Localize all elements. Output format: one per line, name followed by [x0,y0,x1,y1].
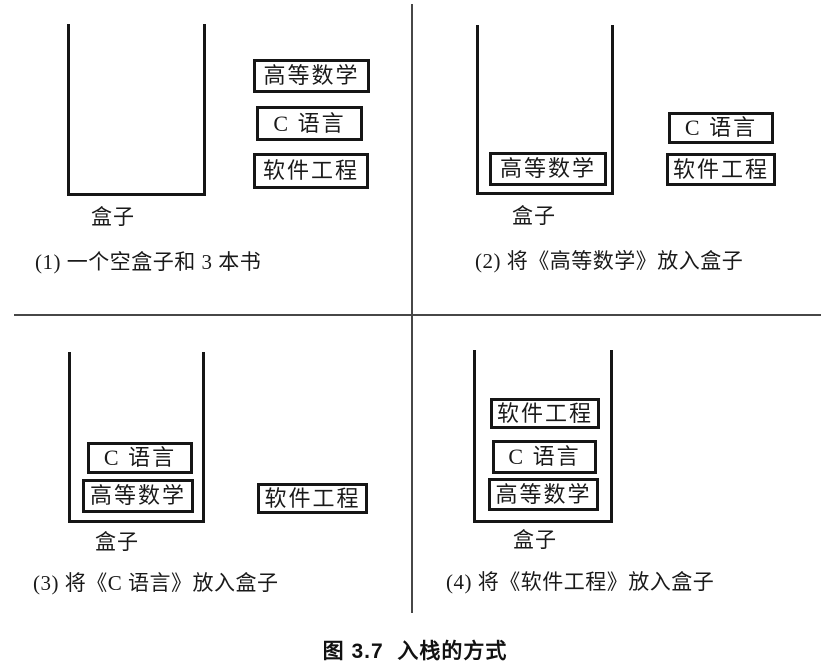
quadrant-divider-vertical [411,4,413,613]
box-outline [473,350,613,523]
book-advanced-math: 高等数学 [488,478,599,511]
book-software-engineering: 软件工程 [666,153,776,186]
book-software-engineering: 软件工程 [490,398,600,429]
book-software-engineering: 软件工程 [253,153,369,189]
panel-caption: (4) 将《软件工程》放入盒子 [446,570,715,594]
book-advanced-math: 高等数学 [82,479,194,513]
book-advanced-math: 高等数学 [489,152,607,186]
box-label: 盒子 [512,204,556,228]
box-label: 盒子 [91,205,135,229]
book-c-language: C 语言 [87,442,193,474]
box-label: 盒子 [95,530,139,554]
panel-caption: (1) 一个空盒子和 3 本书 [35,250,262,274]
box-outline [68,352,205,523]
book-software-engineering: 软件工程 [257,483,368,514]
box-outline [67,24,206,196]
book-c-language: C 语言 [492,440,597,474]
panel-caption: (3) 将《C 语言》放入盒子 [33,571,279,595]
book-advanced-math: 高等数学 [253,59,370,93]
book-c-language: C 语言 [256,106,363,141]
panel-caption: (2) 将《高等数学》放入盒子 [475,249,744,273]
book-c-language: C 语言 [668,112,774,144]
box-label: 盒子 [513,528,557,552]
quadrant-divider-horizontal [14,314,821,316]
box-outline [476,25,614,195]
figure-caption: 图 3.7 入栈的方式 [322,640,508,663]
